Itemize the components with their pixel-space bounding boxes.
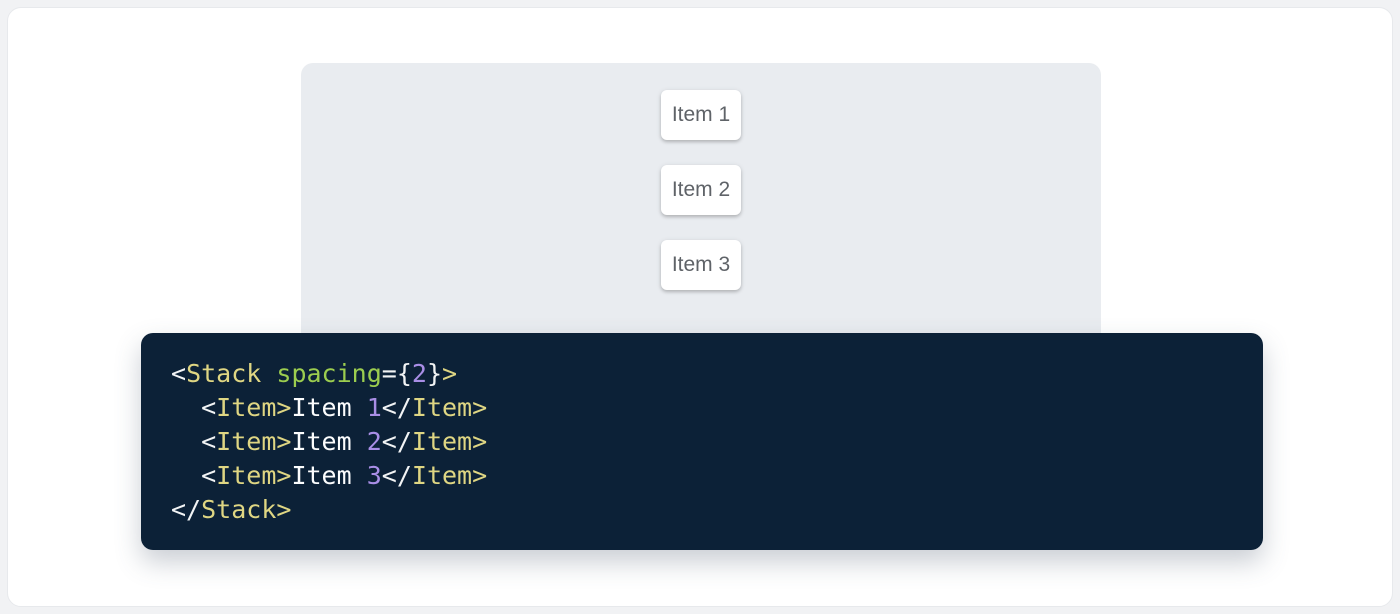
code-token-plain <box>171 461 201 490</box>
stack-demo: Item 1 Item 2 Item 3 <box>301 90 1101 290</box>
code-token-number: 2 <box>366 427 382 456</box>
code-token-punct: </ <box>381 427 412 456</box>
code-token-number: 1 <box>366 393 382 422</box>
code-token-plain <box>171 427 201 456</box>
code-block-pre: <Stack spacing={2}> <Item>Item 1</Item> … <box>171 357 1233 527</box>
code-token-tag: > <box>472 393 488 422</box>
code-token-punct: < <box>201 461 217 490</box>
code-line: <Item>Item 1</Item> <box>171 391 1233 425</box>
code-token-tag: Item <box>216 461 277 490</box>
code-token-punct: </ <box>381 461 412 490</box>
code-line: <Item>Item 3</Item> <box>171 459 1233 493</box>
code-token-punct: </ <box>381 393 412 422</box>
code-token-tag: > <box>442 359 458 388</box>
code-token-tag: > <box>276 461 292 490</box>
code-token-punct: } <box>426 359 442 388</box>
code-token-tag: Item <box>411 461 473 490</box>
code-token-plain <box>261 359 276 388</box>
code-token-plain: Item <box>291 427 367 456</box>
code-line: <Stack spacing={2}> <box>171 357 1233 391</box>
code-token-plain <box>171 393 201 422</box>
code-token-number: 3 <box>366 461 382 490</box>
code-token-attr: spacing <box>276 359 382 388</box>
code-token-tag: Item <box>216 393 277 422</box>
code-token-plain: Item <box>291 461 367 490</box>
code-token-tag: > <box>276 393 292 422</box>
code-token-punct: < <box>201 393 217 422</box>
code-token-tag: Item <box>216 427 277 456</box>
code-token-tag: > <box>276 427 292 456</box>
stack-item: Item 1 <box>661 90 741 140</box>
stack-demo-panel: Item 1 Item 2 Item 3 <box>301 63 1101 355</box>
code-token-tag: Stack <box>201 495 277 524</box>
code-token-tag: Stack <box>186 359 262 388</box>
code-token-tag: > <box>472 461 488 490</box>
code-token-punct: < <box>201 427 217 456</box>
code-token-number: 2 <box>411 359 427 388</box>
stack-item: Item 2 <box>661 165 741 215</box>
stack-item: Item 3 <box>661 240 741 290</box>
code-token-punct: </ <box>171 495 202 524</box>
code-line: <Item>Item 2</Item> <box>171 425 1233 459</box>
code-token-punct: = <box>381 359 397 388</box>
code-block: <Stack spacing={2}> <Item>Item 1</Item> … <box>141 333 1263 550</box>
code-token-punct: < <box>171 359 187 388</box>
code-token-tag: > <box>472 427 488 456</box>
code-token-tag: Item <box>411 393 473 422</box>
code-token-plain: Item <box>291 393 367 422</box>
code-token-tag: Item <box>411 427 473 456</box>
code-token-tag: > <box>276 495 292 524</box>
code-line: </Stack> <box>171 493 1233 527</box>
code-token-punct: { <box>396 359 412 388</box>
